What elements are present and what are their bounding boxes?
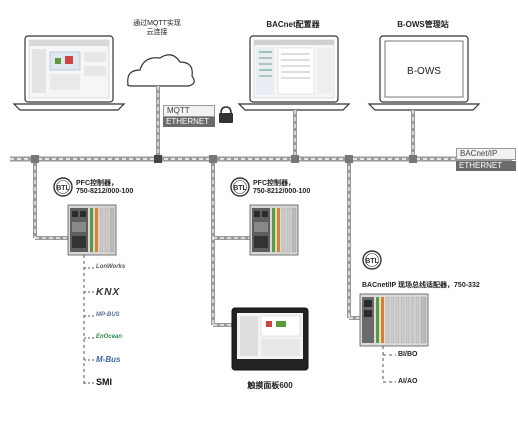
enocean-logo: EnOcean — [96, 334, 123, 340]
bus-node — [154, 155, 162, 163]
laptop-cloud-app — [12, 35, 126, 111]
mqtt-label: MQTT — [163, 105, 215, 117]
mqtt-caption-line1: 通过MQTT实现 — [133, 20, 181, 27]
cloud-icon — [127, 54, 195, 87]
bus-node — [209, 155, 217, 163]
bus-node — [291, 155, 299, 163]
protocol-branches — [84, 267, 94, 384]
io-lines — [382, 346, 396, 383]
btl-logo: BTL — [53, 177, 73, 197]
bus-node — [31, 155, 39, 163]
pfc2-model: 750-8212/000-100 — [253, 188, 311, 195]
touch-panel — [231, 307, 309, 371]
bi-bo-label: BI/BO — [398, 351, 418, 358]
btl-logo: BTL — [362, 250, 382, 270]
bows-station-label: B-OWS管理站 — [397, 20, 449, 29]
pfc-controller-2 — [249, 204, 299, 256]
svg-text:BTL: BTL — [233, 185, 247, 192]
svg-text:BTL: BTL — [365, 258, 379, 265]
laptop-bacnet-config — [237, 35, 351, 111]
pfc1-title: PFC控制器， — [76, 180, 118, 187]
lonworks-logo: LonWorks — [96, 264, 126, 270]
pfc2-title: PFC控制器， — [253, 180, 295, 187]
ai-ao-label: AI/AO — [398, 378, 418, 385]
knx-logo: KNX — [96, 287, 121, 298]
bacnet-config-label: BACnet配置器 — [266, 20, 320, 29]
pfc1-model: 750-8212/000-100 — [76, 188, 134, 195]
lock-icon — [219, 106, 233, 123]
ethernet-bus-label: ETHERNET — [456, 161, 516, 171]
svg-text:BTL: BTL — [56, 185, 70, 192]
m-bus-logo: M-Bus — [96, 355, 121, 364]
bus-nodes — [31, 155, 417, 163]
bus-node — [409, 155, 417, 163]
fieldbus-adapter — [359, 293, 429, 347]
bacnet-ip-label: BACnet/IP — [456, 148, 516, 160]
bows-screen-text: B-OWS — [407, 66, 441, 77]
mp-bus-logo: MP-BUS — [96, 312, 120, 318]
fieldbus-adapter-label: BACnet/IP 现场总线适配器，750-332 — [362, 282, 480, 289]
mqtt-caption-line2: 云连接 — [146, 29, 168, 36]
ethernet-top-label: ETHERNET — [163, 117, 215, 127]
laptop-bows — [367, 35, 481, 111]
pfc-controller-1 — [67, 204, 117, 256]
touch-panel-label: 触摸面板600 — [247, 381, 293, 390]
btl-logo: BTL — [230, 177, 250, 197]
bus-node — [345, 155, 353, 163]
smi-logo: SMI — [96, 377, 113, 387]
